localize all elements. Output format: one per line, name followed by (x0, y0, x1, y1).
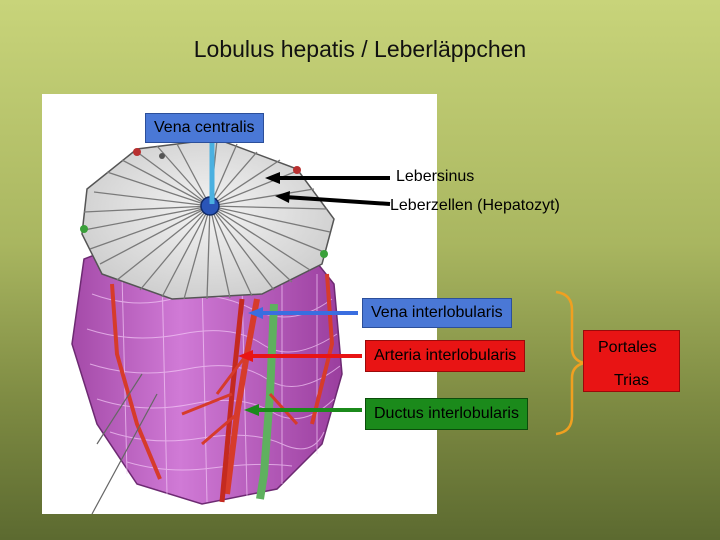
portal-triad-box: Portales Trias (583, 330, 680, 392)
portal-triads (80, 148, 328, 258)
label-arteria-interlobularis: Arteria interlobularis (365, 340, 526, 372)
sinusoid-mesh (86, 273, 341, 503)
side-vessels (110, 273, 335, 503)
slide-title: Lobulus hepatis / Leberläppchen (193, 36, 527, 62)
label-vena-centralis: Vena centralis (145, 113, 264, 143)
label-ductus-interlobularis: Ductus interlobularis (365, 398, 528, 430)
label-lebersinus: Lebersinus (396, 168, 475, 185)
pointer-lines (91, 373, 158, 514)
central-vein (200, 196, 220, 216)
label-portales: Portales (598, 339, 657, 356)
label-leberzellen: Leberzellen (Hepatozyt) (390, 197, 560, 214)
portal-triad-brace (555, 290, 585, 436)
label-trias: Trias (614, 372, 649, 389)
label-vena-interlobularis: Vena interlobularis (362, 298, 512, 328)
